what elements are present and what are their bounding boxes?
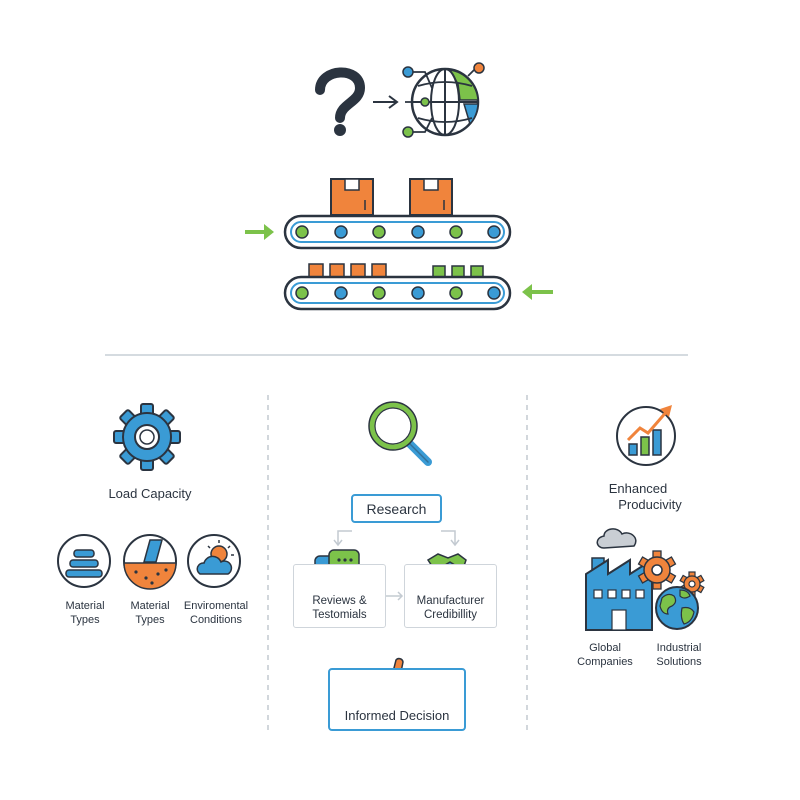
connector-lines [333, 530, 460, 601]
caption-line: Companies [577, 655, 633, 668]
material-icon [123, 534, 177, 590]
material-types-caption: Material Types [117, 600, 183, 628]
conveyor-belt-icon [283, 214, 512, 250]
global-companies-caption: Global Companies [570, 642, 640, 670]
arrow-left-icon [522, 284, 553, 300]
caption-line: Material [65, 600, 105, 612]
arrow-right-icon [245, 224, 274, 240]
reviews-line: Testomials [312, 609, 367, 621]
industrial-solutions-caption: Industrial Solutions [644, 642, 714, 670]
box-icon [409, 178, 453, 216]
informed-decision-label: Informed Decision [344, 708, 450, 723]
manufacturer-box: Manufacturer Credibillity [404, 564, 497, 628]
manufacturer-line: Manufacturer [416, 594, 485, 607]
research-box: Research [351, 494, 442, 523]
environmental-conditions-caption: Enviromental Conditions [178, 600, 254, 628]
research-label: Research [366, 500, 427, 517]
manufacturer-line: Credibillity [423, 609, 478, 621]
globe-icon [655, 586, 699, 630]
arrow-right-icon [373, 95, 399, 109]
material-types-caption: Material Types [52, 600, 118, 628]
reviews-box: Reviews & Testomials [293, 564, 386, 628]
enhanced-productivity-title: Enhanced Producivity [590, 481, 710, 514]
magnifier-icon [368, 401, 432, 466]
title-line: Producivity [618, 497, 682, 513]
caption-line: Solutions [656, 655, 702, 668]
small-gears-icon [637, 550, 705, 597]
title-line: Enhanced [608, 481, 668, 496]
caption-line: Types [135, 613, 165, 626]
caption-line: Conditions [190, 613, 242, 626]
question-mark-icon [315, 67, 366, 136]
caption-line: Material [130, 600, 170, 612]
gear-icon [113, 403, 181, 471]
caption-line: Industrial [656, 642, 702, 654]
conveyor-belt-icon [283, 275, 512, 311]
small-boxes-icon [308, 263, 484, 278]
reviews-line: Reviews & [312, 594, 367, 607]
caption-line: Enviromental [183, 600, 249, 612]
factory-icon [585, 528, 653, 631]
informed-decision-box: Informed Decision [328, 668, 466, 731]
weather-icon [187, 534, 241, 588]
load-capacity-label: Load Capacity [108, 486, 192, 501]
stack-icon [57, 534, 111, 588]
caption-line: Global [589, 642, 621, 654]
growth-chart-icon [616, 405, 676, 466]
caption-line: Types [70, 613, 100, 626]
box-icon [330, 178, 374, 216]
load-capacity-title: Load Capacity [85, 486, 215, 502]
globe-network-icon [402, 62, 485, 138]
